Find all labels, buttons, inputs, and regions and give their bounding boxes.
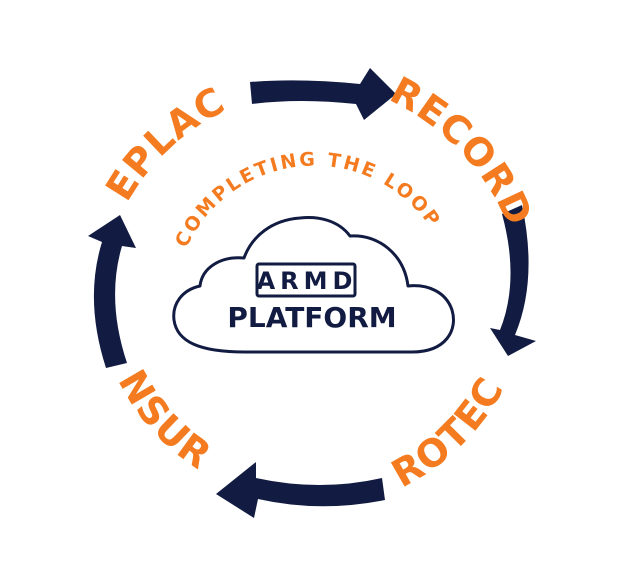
step-label-replace: REPLACE <box>0 0 232 208</box>
cloud-outline <box>172 216 455 354</box>
brand-box <box>255 262 357 298</box>
loop-arrows <box>88 68 536 518</box>
arrow-bottom <box>216 462 385 518</box>
arrow-top <box>250 68 396 120</box>
arrow-left <box>88 215 136 368</box>
cloud-icon: ARMD PLATFORM <box>172 216 455 354</box>
step-label-record: RECORD <box>383 68 541 232</box>
brand-main-text: PLATFORM <box>227 301 396 334</box>
brand-box-text: ARMD <box>257 267 358 295</box>
arrow-right <box>490 205 536 356</box>
